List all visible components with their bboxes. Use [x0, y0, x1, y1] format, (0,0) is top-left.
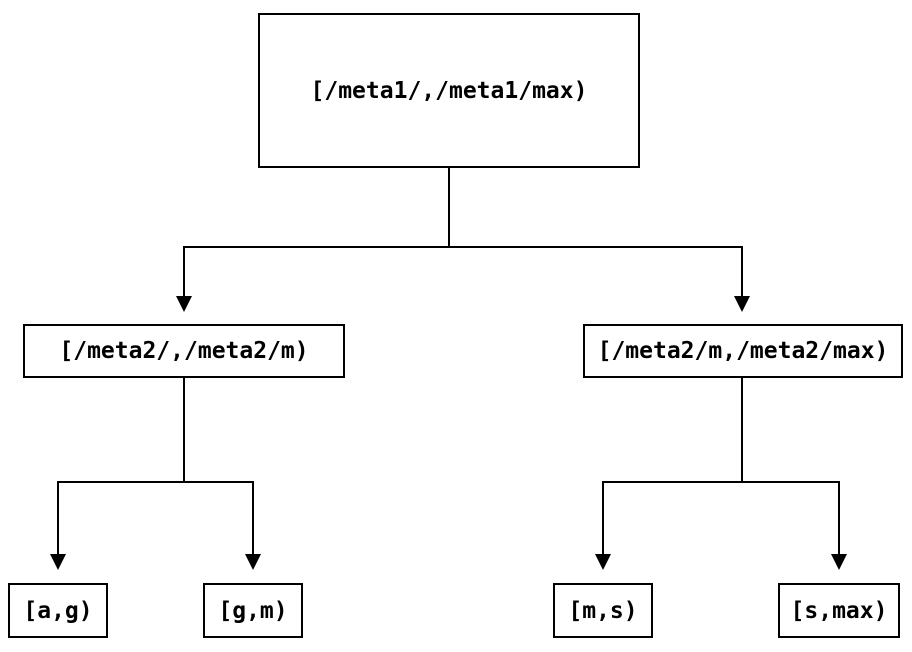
node-meta2-right-range: [/meta2/m,/meta2/max): [583, 324, 903, 378]
node-label: [/meta2/m,/meta2/max): [597, 338, 889, 364]
node-label: [s,max): [790, 597, 888, 624]
node-leaf-range-gm: [g,m): [203, 583, 303, 638]
arrow-down-icon: [245, 554, 261, 570]
arrow-down-icon: [176, 296, 192, 312]
node-label: [/meta1/,/meta1/max): [310, 77, 588, 104]
node-meta2-left-range: [/meta2/,/meta2/m): [23, 324, 345, 378]
node-leaf-range-ms: [m,s): [553, 583, 653, 638]
arrow-down-icon: [831, 554, 847, 570]
node-root-range: [/meta1/,/meta1/max): [258, 13, 640, 168]
node-leaf-range-smax: [s,max): [778, 583, 900, 638]
arrow-down-icon: [50, 554, 66, 570]
arrow-down-icon: [595, 554, 611, 570]
node-label: [/meta2/,/meta2/m): [59, 338, 309, 364]
arrow-down-icon: [734, 296, 750, 312]
node-label: [a,g): [23, 597, 93, 624]
node-label: [m,s): [568, 597, 638, 624]
node-leaf-range-ag: [a,g): [8, 583, 108, 638]
node-label: [g,m): [218, 597, 288, 624]
